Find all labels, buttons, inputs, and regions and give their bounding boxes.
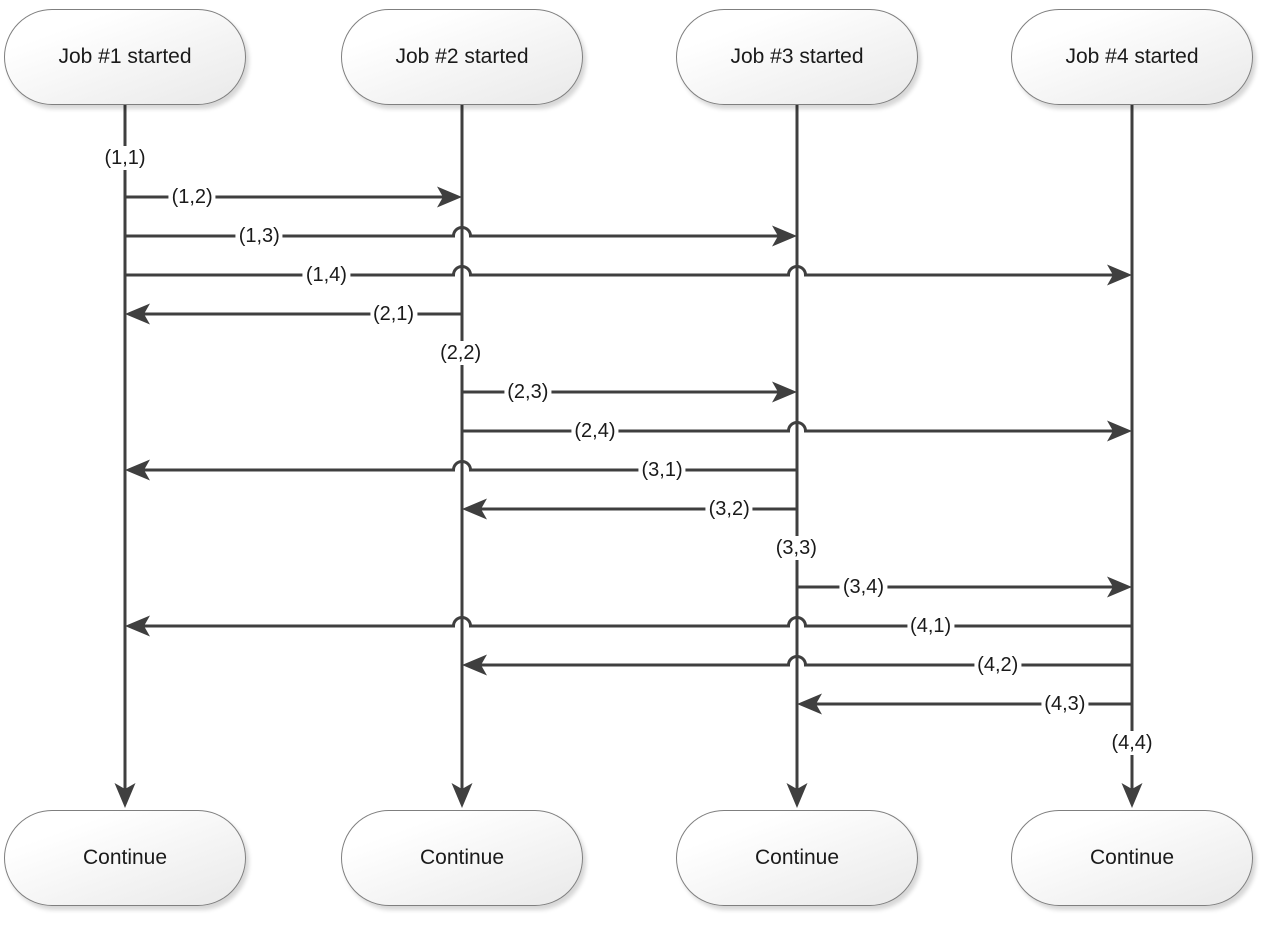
job-1-start-node: Job #1 started (4, 9, 246, 105)
continue-node-3: Continue (676, 810, 918, 906)
message-line-4-2 (480, 655, 1132, 667)
message-line-4-1 (143, 616, 1132, 628)
message-label-3-1: (3,1) (638, 458, 686, 482)
message-arrowhead-2-1 (125, 303, 150, 325)
message-label-3-4: (3,4) (839, 575, 888, 599)
lifeline-end-arrowhead-3 (786, 783, 808, 808)
message-label-1-1: (1,1) (101, 146, 149, 170)
job-2-start-node: Job #2 started (341, 9, 583, 105)
job-4-start-node: Job #4 started (1011, 9, 1253, 105)
message-arrowhead-2-3 (772, 381, 797, 403)
message-line-1-4 (125, 265, 1114, 277)
message-label-1-2: (1,2) (168, 185, 216, 209)
message-label-4-3: (4,3) (1041, 692, 1089, 716)
message-label-1-4: (1,4) (302, 263, 350, 287)
message-label-2-4: (2,4) (571, 419, 619, 443)
message-arrowhead-1-3 (772, 225, 797, 247)
message-label-1-3: (1,3) (235, 224, 283, 248)
continue-node-2: Continue (341, 810, 583, 906)
message-label-4-2: (4,2) (974, 653, 1022, 677)
message-label-3-3: (3,3) (772, 536, 820, 560)
job-3-start-node: Job #3 started (676, 9, 918, 105)
message-line-2-4 (462, 421, 1114, 433)
message-arrowhead-3-2 (462, 498, 487, 520)
message-line-3-1 (143, 460, 797, 472)
message-label-4-4: (4,4) (1108, 731, 1156, 755)
lifeline-end-arrowhead-1 (114, 783, 136, 808)
lifeline-end-arrowhead-2 (451, 783, 473, 808)
message-label-2-2: (2,2) (437, 341, 485, 365)
message-label-2-1: (2,1) (369, 302, 418, 326)
message-arrowhead-3-4 (1107, 576, 1132, 598)
continue-node-4: Continue (1011, 810, 1253, 906)
message-arrowhead-2-4 (1107, 420, 1132, 442)
message-arrowhead-4-2 (462, 654, 487, 676)
message-label-2-3: (2,3) (504, 380, 552, 404)
message-label-4-1: (4,1) (907, 614, 955, 638)
message-arrowhead-1-4 (1107, 264, 1132, 286)
continue-node-1: Continue (4, 810, 246, 906)
message-label-3-2: (3,2) (705, 497, 753, 521)
message-arrowhead-4-3 (797, 693, 822, 715)
message-arrowhead-3-1 (125, 459, 150, 481)
message-arrowhead-4-1 (125, 615, 150, 637)
message-line-1-3 (125, 226, 779, 238)
message-arrowhead-1-2 (437, 186, 462, 208)
lifeline-end-arrowhead-4 (1121, 783, 1143, 808)
